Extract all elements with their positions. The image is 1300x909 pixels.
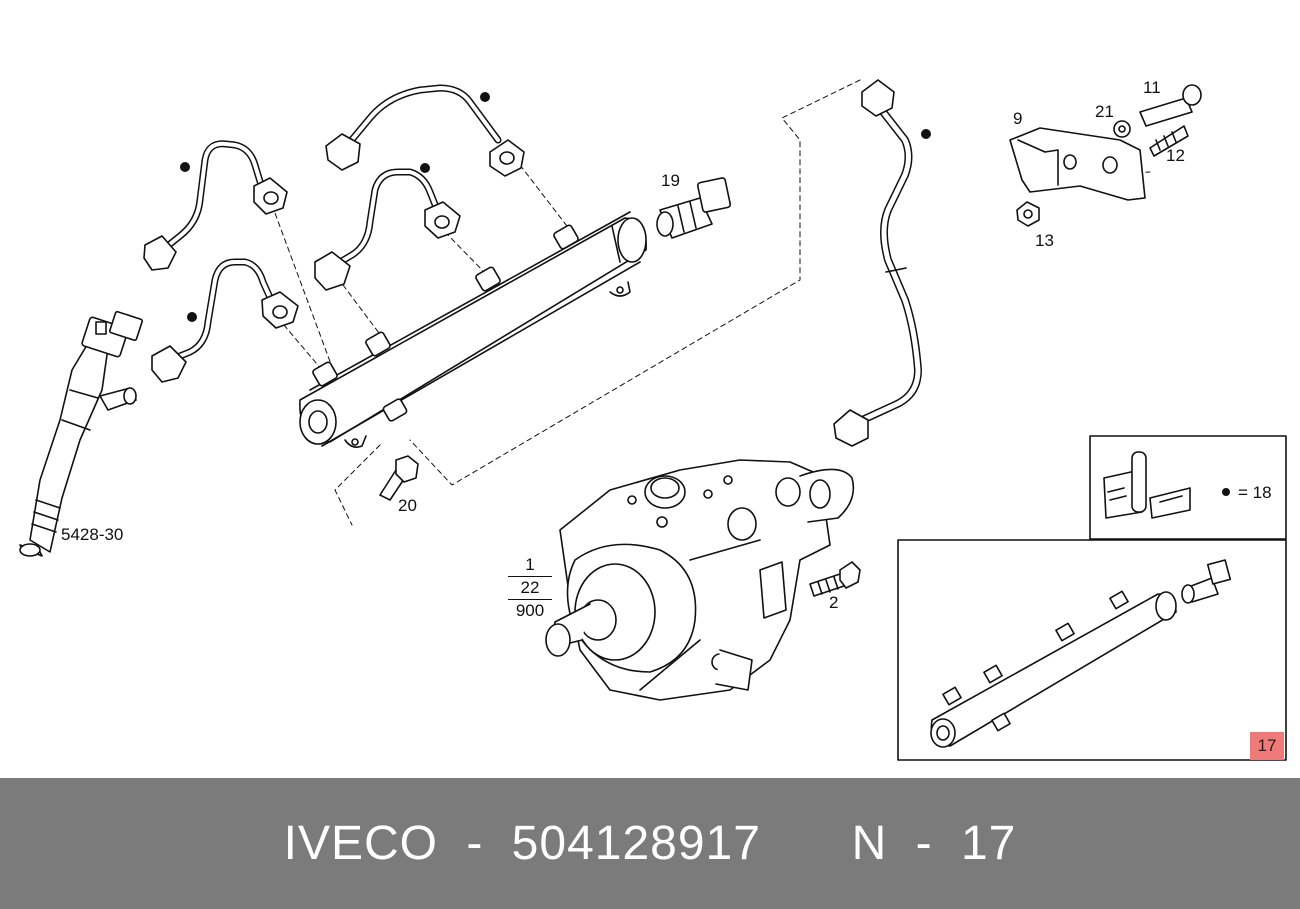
injection-pipe-3	[314, 168, 461, 291]
kit-badge: 17	[1250, 732, 1284, 760]
bullet-dots	[180, 92, 931, 322]
label-bracket: 9	[1013, 109, 1023, 128]
injection-pipe-2	[151, 258, 299, 383]
footer-brand: IVECO	[283, 817, 438, 870]
injector	[19, 310, 143, 557]
footer-separator: -	[466, 817, 484, 870]
pump-fraction-mid: 22	[520, 578, 540, 597]
label-bolt: 11	[1143, 78, 1161, 97]
fraction-rule	[508, 576, 552, 577]
pressure-sensor	[656, 177, 732, 239]
parts-diagram: 5428-30 19 9 21 11 12 13 20 2 1 22 900 =…	[19, 78, 1287, 761]
rail-outlets	[312, 224, 579, 422]
label-stud: 12	[1166, 146, 1185, 165]
label-nut: 13	[1035, 231, 1054, 250]
label-screw-pump: 2	[829, 593, 839, 612]
label-injector: 5428-30	[61, 525, 124, 544]
dot-legend-marker	[1222, 488, 1230, 496]
label-screw-rail: 20	[398, 496, 417, 515]
bracket-assembly	[1009, 84, 1202, 227]
screw-2	[809, 561, 861, 597]
high-pressure-pump	[545, 459, 855, 701]
legend-value: = 18	[1238, 483, 1272, 502]
label-washer: 21	[1095, 102, 1114, 121]
pump-fraction-bottom: 900	[515, 601, 545, 620]
high-pressure-pipe	[833, 79, 922, 447]
injection-pipe-1	[143, 140, 288, 271]
injection-pipe-4	[325, 84, 525, 177]
label-pump-fraction: 1 22 900	[508, 555, 552, 621]
label-sensor: 19	[661, 171, 680, 190]
footer-ref-letter: N	[851, 817, 888, 870]
kit-box	[897, 539, 1287, 761]
footer-bar: IVECO - 504128917 N - 17	[0, 778, 1300, 909]
footer-ref-separator: -	[915, 817, 933, 870]
footer-caption: IVECO - 504128917 N - 17	[284, 816, 1017, 871]
legend-box	[1089, 435, 1287, 540]
fraction-rule	[508, 599, 552, 600]
footer-ref-number: 17	[960, 817, 1017, 870]
pump-fraction-top: 1	[525, 555, 535, 574]
dashed-leaders	[271, 79, 1151, 526]
footer-part-number: 504128917	[511, 817, 761, 870]
common-rail	[299, 211, 647, 448]
diagram-drawing	[19, 79, 1287, 761]
legend-text: = 18	[1219, 483, 1272, 503]
screw-20	[379, 455, 419, 501]
